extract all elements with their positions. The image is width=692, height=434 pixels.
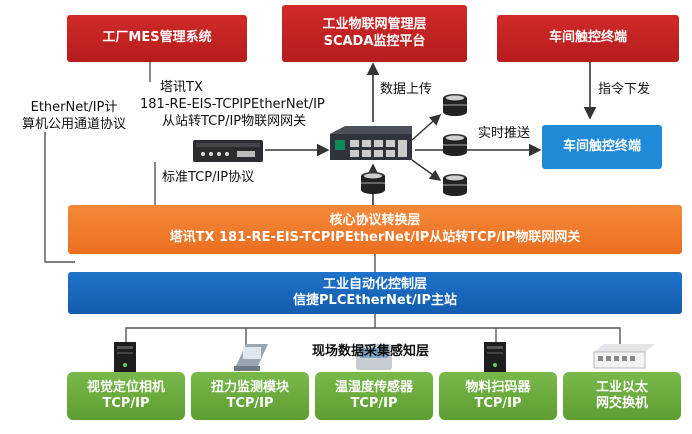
device-ethernet-switch[interactable]: 工业以太 网交换机 — [563, 372, 681, 420]
terminal-right-box[interactable]: 车间触控终端 — [542, 125, 662, 169]
device-temp-humidity[interactable]: 温湿度传感器 TCP/IP — [315, 372, 433, 420]
ethernet-ip-line2: 算机公用通道协议 — [22, 116, 127, 132]
data-upload-label: 数据上传 — [380, 82, 433, 97]
device-temp-humidity-protocol: TCP/IP — [350, 396, 398, 411]
terminal-right-label: 车间触控终端 — [562, 138, 641, 154]
gateway-line3: 从站转TCP/IP物联网网关 — [162, 113, 307, 129]
scanner-server-icon — [484, 342, 506, 372]
network-switch-icon — [330, 126, 412, 160]
core-title: 核心协议转换层 — [329, 213, 421, 229]
database-icon-3 — [443, 174, 467, 196]
database-icon-4 — [361, 172, 385, 194]
device-scanner[interactable]: 物料扫码器 TCP/IP — [439, 372, 557, 420]
gateway-device-icon — [193, 140, 263, 162]
control-title: 工业自动化控制层 — [322, 276, 427, 292]
device-torque-name: 扭力监测模块 — [210, 379, 289, 395]
device-scanner-protocol: TCP/IP — [474, 396, 522, 411]
device-torque-protocol: TCP/IP — [226, 396, 274, 411]
control-layer[interactable]: 工业自动化控制层 信捷PLCEtherNet/IP主站 — [68, 272, 682, 314]
control-subtitle: 信捷PLCEtherNet/IP主站 — [293, 293, 457, 308]
core-protocol-layer[interactable]: 核心协议转换层 塔讯TX 181-RE-EIS-TCPIPEtherNet/IP… — [68, 205, 682, 254]
iot-subtitle: SCADA监控平台 — [323, 33, 426, 49]
database-icon-1 — [443, 94, 467, 116]
core-subtitle: 塔讯TX 181-RE-EIS-TCPIPEtherNet/IP从站转TCP/I… — [169, 229, 581, 245]
temp-humidity-icon — [356, 344, 392, 370]
ethernet-ip-label: EtherNet/IP计 算机公用通道协议 — [22, 100, 126, 134]
device-switch-line1: 工业以太 — [595, 379, 648, 395]
device-torque[interactable]: 扭力监测模块 TCP/IP — [191, 372, 309, 420]
terminal-top-box[interactable]: 车间触控终端 — [497, 15, 679, 62]
command-issue-label: 指令下发 — [598, 82, 651, 97]
mes-box[interactable]: 工厂MES管理系统 — [67, 15, 247, 62]
iot-title: 工业物联网管理层 — [322, 17, 427, 33]
device-temp-humidity-name: 温湿度传感器 — [334, 379, 413, 395]
torque-monitor-icon — [234, 344, 268, 371]
db-arrow-3 — [411, 159, 442, 181]
realtime-push-label: 实时推送 — [478, 126, 531, 141]
ethernet-ip-loop — [44, 132, 75, 263]
ethernet-switch-icon — [593, 344, 655, 369]
device-camera-protocol: TCP/IP — [102, 396, 150, 411]
ethernet-ip-line1: EtherNet/IP计 — [30, 100, 118, 115]
device-scanner-name: 物料扫码器 — [465, 379, 531, 395]
device-camera-name: 视觉定位相机 — [86, 379, 165, 395]
db-arrow-1 — [411, 114, 442, 141]
iot-management-box[interactable]: 工业物联网管理层 SCADA监控平台 — [282, 5, 467, 62]
device-camera[interactable]: 视觉定位相机 TCP/IP — [67, 372, 185, 420]
camera-server-icon — [114, 342, 136, 372]
device-switch-line2: 网交换机 — [595, 396, 648, 411]
database-icon-2 — [443, 134, 467, 156]
terminal-top-label: 车间触控终端 — [548, 30, 627, 46]
gateway-line1: 塔讯TX — [160, 80, 203, 95]
gateway-label: 塔讯TX 181-RE-EIS-TCPIPEtherNet/IP 从站转TCP/… — [140, 80, 325, 131]
field-bracket — [125, 327, 621, 345]
mes-label: 工厂MES管理系统 — [102, 30, 212, 46]
field-layer-label: 现场数据采集感知层 — [312, 344, 430, 359]
std-tcp-label: 标准TCP/IP协议 — [162, 170, 255, 185]
gateway-line2: 181-RE-EIS-TCPIPEtherNet/IP — [140, 96, 325, 112]
